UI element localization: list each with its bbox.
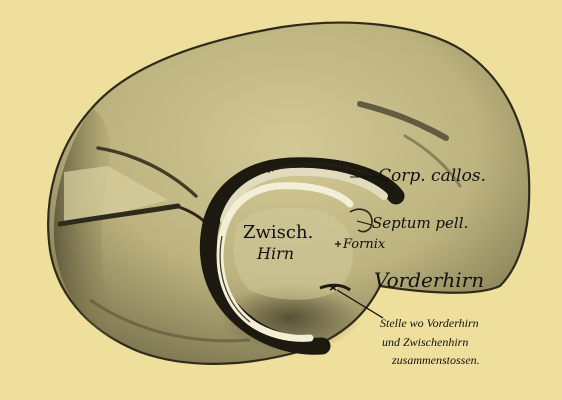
- label-septum-pellucidum: Septum pell.: [372, 216, 468, 231]
- annotation-line-3: zusammenstossen.: [392, 351, 480, 370]
- annotation-line-2: und Zwischenhirn: [382, 333, 480, 352]
- label-zwischenhirn-line1: Zwisch.: [243, 224, 313, 242]
- label-vorderhirn: Vorderhirn: [374, 270, 484, 290]
- annotation-junction: Stelle wo Vorderhirn und Zwischenhirn zu…: [380, 314, 480, 370]
- label-fornix: Fornix: [343, 238, 385, 251]
- annotation-line-1: Stelle wo Vorderhirn: [380, 314, 480, 333]
- label-corpus-callosum: Corp. callos.: [378, 168, 486, 185]
- label-zwischenhirn-line2: Hirn: [257, 246, 294, 262]
